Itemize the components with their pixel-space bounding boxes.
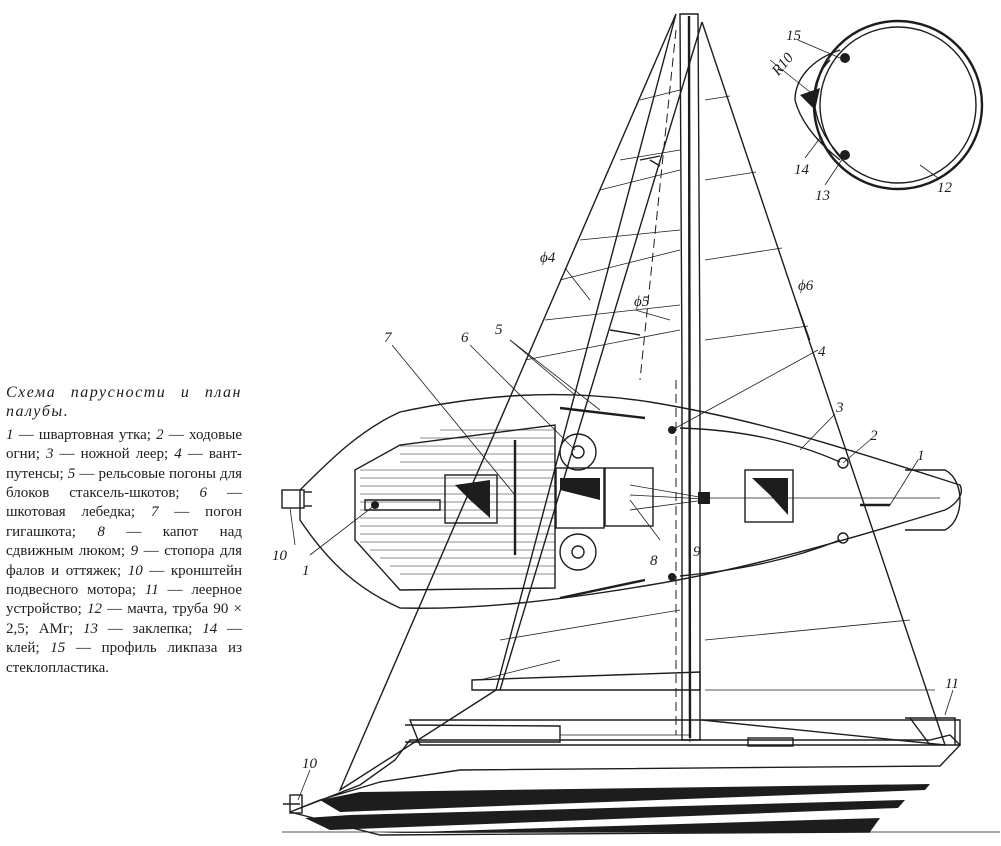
label-d4: ϕ4 (540, 250, 556, 266)
boom (471, 671, 701, 691)
mainsail (338, 13, 681, 792)
legend-text: — леерное устройство; (6, 582, 242, 618)
mast (639, 13, 701, 741)
headsail (499, 21, 947, 746)
legend-text: — клей; (6, 620, 242, 657)
deck-plan (281, 393, 962, 609)
legend-text: — шкотовая лебедка; (6, 485, 242, 521)
legend-text: — профиль ликпаза из стеклопластика. (6, 640, 242, 676)
legend-text: — вант-путенсы; (6, 446, 243, 482)
mast-section-detail (769, 19, 984, 191)
leader-lines (289, 39, 954, 801)
legend-number: 3 (45, 446, 54, 463)
label-7: 7 (384, 330, 393, 346)
label-d6: ϕ6 (798, 278, 814, 294)
figure-caption: Схема парусности и план палубы. 1 — швар… (6, 383, 242, 678)
label-12: 12 (937, 180, 953, 196)
legend-number: 7 (150, 504, 159, 521)
legend-number: 9 (130, 543, 139, 560)
legend-number: 5 (67, 465, 76, 482)
legend-number: 6 (199, 485, 208, 502)
legend-text: — стопора для фалов и оттяжек; (6, 543, 243, 579)
label-1-bow: 1 (917, 448, 925, 464)
legend-text: — ножной леер; (53, 446, 175, 463)
label-d5: ϕ5 (634, 294, 650, 310)
hull-profile (283, 717, 961, 836)
callout-labels: ϕ4 ϕ5 ϕ6 R10 7 6 5 4 3 2 1 8 9 1 10 10 1… (272, 28, 959, 772)
legend-number: 8 (97, 523, 105, 540)
legend-text: — погон гигашкота; (6, 504, 242, 540)
label-13: 13 (815, 188, 830, 204)
legend-number: 14 (202, 620, 218, 637)
label-10-deck: 10 (272, 548, 288, 564)
label-3: 3 (835, 400, 844, 416)
legend-number: 4 (174, 446, 182, 463)
legend-number: 10 (127, 562, 143, 579)
legend-text: — швартовная утка; (13, 426, 157, 443)
legend-number: 12 (86, 601, 102, 618)
caption-title: Схема парусности и план палубы. (6, 384, 242, 421)
label-6: 6 (461, 330, 469, 346)
label-4: 4 (818, 344, 826, 360)
label-2: 2 (870, 428, 878, 444)
legend-number: 15 (50, 640, 66, 657)
legend-number: 13 (82, 620, 98, 637)
legend-text: — заклепка; (97, 620, 203, 637)
legend-text: — капот над сдвижным люком; (6, 523, 242, 560)
legend-text: — ходовые огни; (6, 426, 242, 463)
legend-text: — рельсовые погоны для блоков стаксель-ш… (6, 465, 243, 502)
legend-number: 2 (156, 426, 164, 443)
label-8: 8 (650, 553, 658, 569)
label-15: 15 (786, 28, 802, 44)
legend-number: 11 (144, 582, 159, 599)
label-1-stern: 1 (302, 563, 310, 579)
legend-number: 1 (6, 426, 14, 443)
caption-legend: 1 — швартовная утка; 2 — ходовые огни; 3… (6, 426, 242, 678)
label-14: 14 (794, 162, 810, 178)
legend-text: — мачта, труба 90 × 2,5; АМг; (6, 601, 242, 637)
label-5: 5 (495, 322, 503, 338)
label-11: 11 (945, 676, 959, 692)
label-9: 9 (693, 544, 701, 560)
label-r10: R10 (769, 50, 798, 80)
label-10-profile: 10 (302, 756, 318, 772)
legend-text: — кронштейн подвесного мотора; (6, 562, 242, 599)
